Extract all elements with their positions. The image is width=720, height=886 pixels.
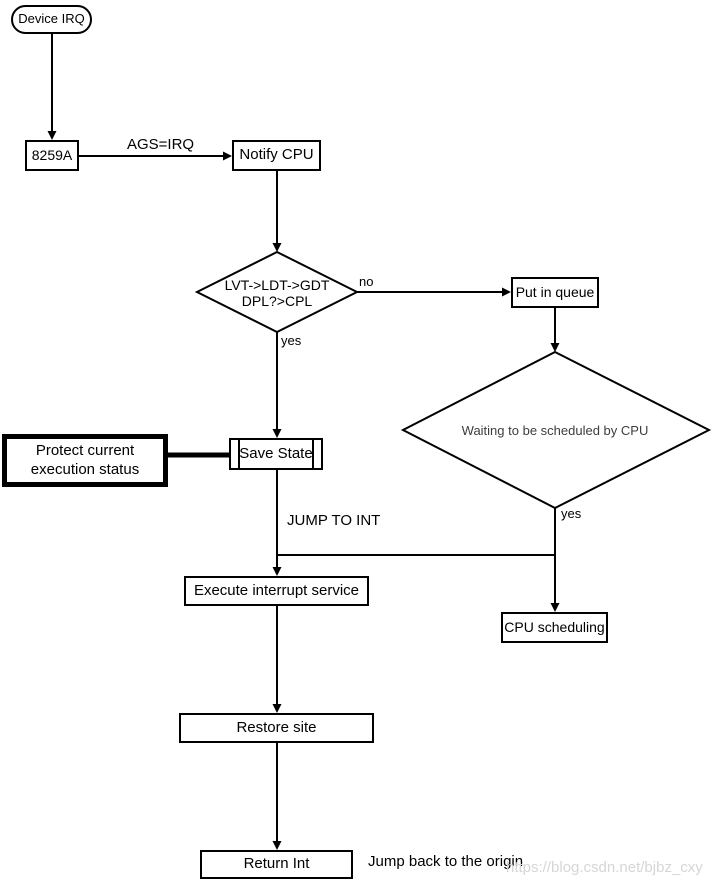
node-return-int: Return Int — [200, 850, 353, 879]
arrow-execute-to-restore — [272, 606, 282, 713]
node-protect-note: Protect current execution status — [2, 434, 168, 487]
node-cpu-scheduling: CPU scheduling — [501, 612, 608, 643]
node-restore-site-label: Restore site — [236, 718, 317, 736]
edge-label-jump-back: Jump back to the origin — [368, 853, 524, 870]
edge-label-ags-irq: AGS=IRQ — [127, 136, 195, 153]
node-device-irq-label: Device IRQ — [18, 11, 85, 27]
arrow-save-state-to-execute — [272, 470, 282, 576]
node-return-int-label: Return Int — [243, 855, 310, 873]
arrow-device-irq-to-8259a — [47, 34, 57, 140]
node-8259a-label: 8259A — [31, 146, 73, 163]
node-save-state: Save State — [229, 438, 323, 470]
waiting-diamond-text: Waiting to be scheduled by CPU — [461, 422, 649, 438]
edge-label-yes-waiting: yes — [561, 506, 582, 521]
arrow-waiting-yes-to-cpu-scheduling — [550, 508, 560, 612]
node-cpu-scheduling-label: CPU scheduling — [504, 618, 605, 635]
edge-label-jump-to-int: JUMP TO INT — [287, 512, 381, 529]
watermark-text: https://blog.csdn.net/bjbz_cxy — [506, 859, 703, 876]
node-put-in-queue: Put in queue — [511, 277, 599, 308]
arrow-notify-cpu-to-decision — [272, 171, 282, 252]
arrow-decision-no-to-queue — [357, 287, 511, 297]
node-8259a: 8259A — [25, 140, 79, 171]
node-save-state-label: Save State — [239, 444, 313, 462]
edge-label-no: no — [359, 274, 374, 289]
node-device-irq: Device IRQ — [11, 5, 92, 34]
node-execute-interrupt: Execute interrupt service — [184, 576, 369, 606]
arrow-decision-yes-to-save-state — [272, 332, 282, 438]
arrow-8259a-to-notify-cpu — [79, 151, 232, 161]
decision-dpl-text: LVT->LDT->GDT DPL?>CPL — [224, 277, 330, 309]
arrow-queue-to-waiting — [550, 308, 560, 352]
node-execute-interrupt-label: Execute interrupt service — [193, 581, 360, 599]
node-restore-site: Restore site — [179, 713, 374, 743]
node-notify-cpu-label: Notify CPU — [239, 146, 314, 164]
node-put-in-queue-label: Put in queue — [515, 283, 595, 300]
node-notify-cpu: Notify CPU — [232, 140, 321, 171]
edge-label-yes-decision: yes — [281, 333, 302, 348]
arrow-restore-to-return — [272, 743, 282, 850]
